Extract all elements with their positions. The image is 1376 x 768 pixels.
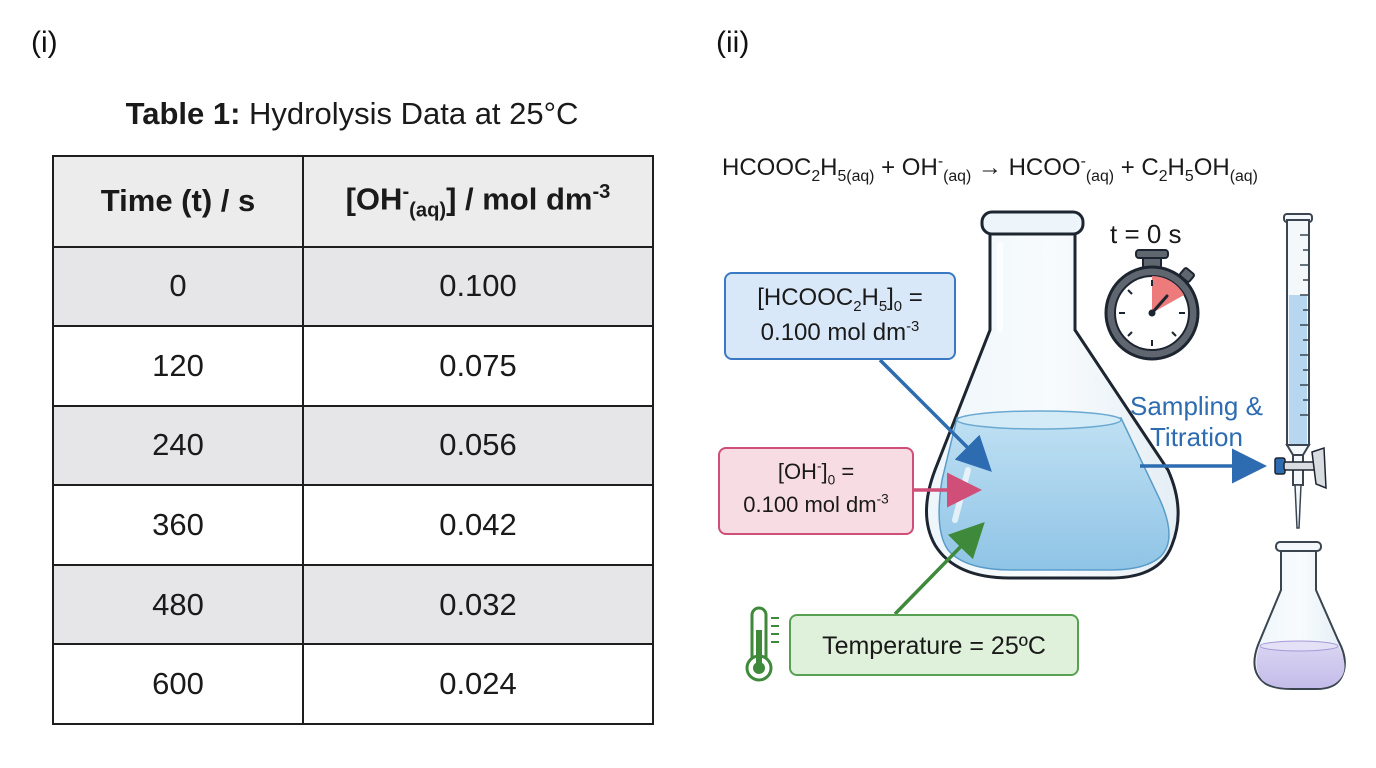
- erlenmeyer-flask-icon: [925, 210, 1180, 580]
- callout-oh-line1: [OH-]0 =: [720, 457, 912, 490]
- callout-temperature: Temperature = 25ºC: [789, 614, 1079, 676]
- table-row: 0 0.100: [52, 245, 654, 328]
- part-label-i: (i): [31, 26, 58, 59]
- eq-eth-sub1: 2: [1158, 167, 1168, 185]
- callout-hydroxide-concentration: [OH-]0 = 0.100 mol dm-3: [718, 447, 914, 535]
- stopwatch-icon: [1104, 249, 1200, 361]
- eq-eth-mid: H: [1167, 154, 1185, 181]
- table-row: 600 0.024: [52, 643, 654, 725]
- table-row: 480 0.032: [52, 563, 654, 646]
- oh-power: -3: [876, 491, 889, 507]
- eq-formate-charge: -: [1080, 153, 1086, 170]
- cell-time: 600: [52, 643, 304, 725]
- header-conc-power: -3: [592, 180, 611, 203]
- cell-concentration: 0.075: [302, 325, 654, 407]
- eq-ester: HCOOC: [722, 154, 812, 181]
- thermometer-icon: [745, 606, 779, 682]
- ester-text-mid: H: [861, 284, 879, 311]
- ester-sub3: 0: [893, 298, 903, 315]
- eq-oh-charge: -: [937, 153, 944, 170]
- ester-close: ]: [887, 284, 894, 311]
- header-conc-close: ] / mol dm: [446, 180, 593, 216]
- oh-close: ]: [821, 459, 828, 484]
- eq-eth-state: (aq): [1229, 167, 1258, 185]
- ester-text-a: [HCOOC: [757, 284, 854, 311]
- oh-eq: =: [835, 459, 855, 484]
- cell-time: 360: [52, 484, 304, 566]
- cell-concentration: 0.100: [302, 245, 654, 328]
- small-flask-icon: [1253, 541, 1346, 690]
- cell-concentration: 0.056: [302, 404, 654, 487]
- callout-ester-line2: 0.100 mol dm-3: [726, 317, 954, 349]
- table-row: 240 0.056: [52, 404, 654, 487]
- header-concentration: [OH-(aq)] / mol dm-3: [302, 155, 654, 248]
- header-conc-charge: -: [402, 180, 410, 203]
- table-row: 120 0.075: [52, 325, 654, 407]
- sampling-label-line2: Titration: [1150, 422, 1243, 453]
- sampling-label-line1: Sampling &: [1130, 391, 1263, 421]
- timer-label: t = 0 s: [1110, 219, 1182, 249]
- callout-ester-concentration: [HCOOC2H5]0 = 0.100 mol dm-3: [724, 272, 956, 360]
- hydrolysis-table: Time (t) / s [OH-(aq)] / mol dm-3 0 0.10…: [52, 155, 654, 725]
- table-caption: Table 1: Hydrolysis Data at 25°C: [52, 96, 652, 132]
- table-row: 360 0.042: [52, 484, 654, 566]
- eq-ester-mid: H: [820, 154, 838, 181]
- ester-sub2: 5: [878, 298, 888, 315]
- ester-sub1: 2: [853, 298, 862, 315]
- header-conc-open: [OH: [345, 180, 403, 216]
- ester-eq: =: [902, 284, 923, 311]
- header-conc-state: (aq): [409, 199, 447, 222]
- cell-concentration: 0.024: [302, 643, 654, 725]
- table-caption-bold: Table 1:: [125, 96, 241, 131]
- eq-ester-sub1: 2: [811, 167, 821, 185]
- arrow-ester-to-flask: [878, 358, 992, 472]
- callout-oh-line2: 0.100 mol dm-3: [720, 490, 912, 520]
- oh-sub: 0: [827, 472, 836, 488]
- part-label-ii: (ii): [716, 26, 750, 59]
- reaction-equation: HCOOC2H5(aq) + OH-(aq) → HCOO-(aq) + C2H…: [722, 153, 1258, 186]
- cell-concentration: 0.042: [302, 484, 654, 566]
- eq-plus-oh: + OH: [874, 154, 938, 181]
- sampling-label: Sampling & Titration: [1130, 391, 1263, 453]
- cell-time: 0: [52, 245, 304, 328]
- eq-formate-state: (aq): [1085, 167, 1115, 185]
- eq-ester-sub2: 5(aq): [837, 167, 875, 185]
- oh-text-a: [OH: [777, 459, 817, 484]
- cell-time: 480: [52, 563, 304, 646]
- eq-eth-end: OH: [1193, 154, 1230, 181]
- ester-power: -3: [906, 318, 920, 335]
- eq-arrow: →: [971, 154, 1009, 181]
- callout-ester-line1: [HCOOC2H5]0 =: [726, 282, 954, 317]
- eq-oh-state: (aq): [943, 167, 972, 185]
- cell-time: 120: [52, 325, 304, 407]
- oh-value: 0.100 mol dm: [743, 491, 877, 517]
- header-time: Time (t) / s: [52, 155, 304, 248]
- arrow-temperature-to-flask: [893, 521, 985, 616]
- table-caption-text: Hydrolysis Data at 25°C: [240, 96, 579, 131]
- eq-formate: HCOO: [1008, 154, 1081, 181]
- ester-value: 0.100 mol dm: [760, 318, 907, 346]
- cell-time: 240: [52, 404, 304, 487]
- table-header-row: Time (t) / s [OH-(aq)] / mol dm-3: [52, 155, 654, 248]
- eq-eth-sub2: 5: [1184, 167, 1194, 185]
- burette-icon: [1274, 213, 1327, 529]
- cell-concentration: 0.032: [302, 563, 654, 646]
- oh-charge: -: [816, 458, 822, 474]
- eq-plus-ethanol: + C: [1114, 154, 1159, 181]
